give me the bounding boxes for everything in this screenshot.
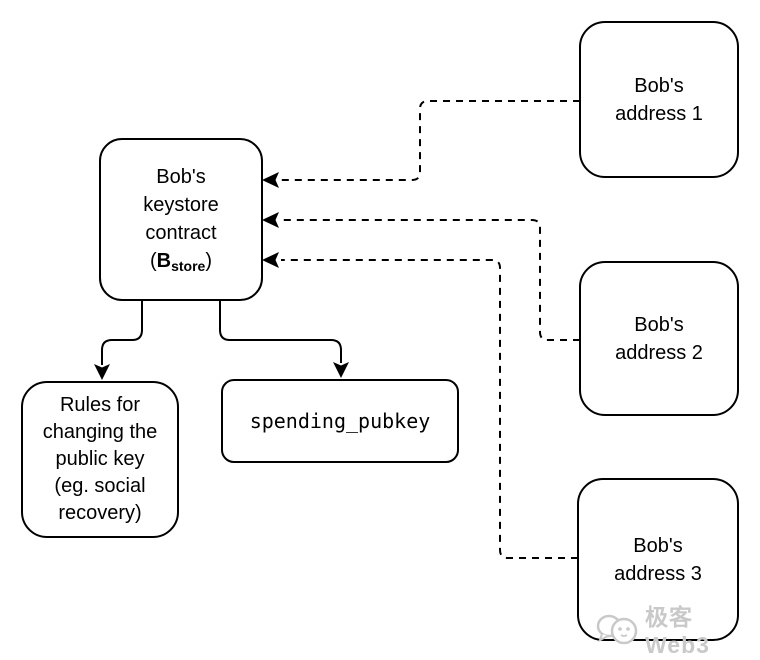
arrowhead-left-icon [262,172,279,188]
edge-address2-path [281,219,580,341]
address1-node [579,21,739,178]
edge-keystore-to-spending [219,300,349,378]
arrowhead-left-icon [262,252,279,268]
address2-label: Bob's address 2 [615,313,703,364]
address3-node [577,478,739,641]
keystore-label-lines: Bob's keystore contract [143,166,219,244]
address1-label: Bob's address 1 [615,74,703,125]
keystore-symbol: B [156,250,172,272]
paren-close: ) [205,250,213,272]
keystore-symbol-subscript: store [171,258,206,274]
address3-label: Bob's address 3 [614,534,702,585]
edge-spending-path [219,300,342,363]
edge-address1-to-keystore [262,100,580,188]
edge-keystore-to-rules [94,300,143,380]
edge-address1-path [281,100,580,181]
spending-pubkey-node [221,379,459,463]
paren-open: ( [149,250,157,272]
arrowhead-left-icon [262,212,279,228]
edge-address2-to-keystore [262,212,580,341]
edge-rules-path [101,300,143,365]
rules-node [21,381,179,538]
arrowhead-down-icon [333,362,349,378]
arrowhead-down-icon [94,364,110,380]
rules-label: Rules for changing the public key (eg. s… [42,394,158,524]
keystore-contract-node [99,138,263,301]
spending-pubkey-label: spending_pubkey [249,409,431,433]
address2-node [579,261,739,416]
edge-address3-path [281,259,578,559]
edge-address3-to-keystore [262,252,578,559]
